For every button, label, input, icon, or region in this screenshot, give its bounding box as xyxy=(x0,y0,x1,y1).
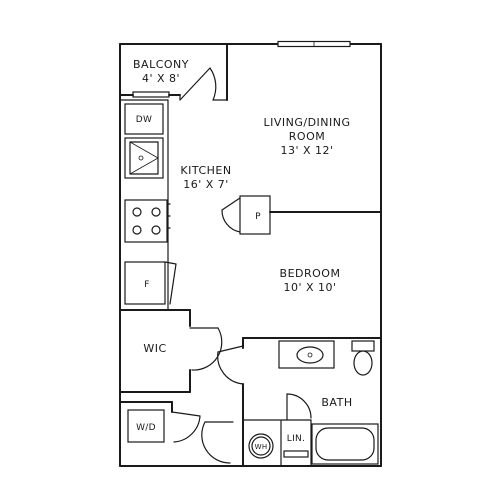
wic-door[interactable] xyxy=(189,327,223,371)
bathtub xyxy=(311,423,379,465)
wic-walls xyxy=(119,309,191,393)
balcony-walls xyxy=(119,43,228,101)
pantry-label: P xyxy=(255,212,261,222)
wic-label: WIC xyxy=(143,342,166,355)
dishwasher xyxy=(124,103,164,135)
bedroom-label: BEDROOM xyxy=(280,267,341,280)
linen-closet xyxy=(280,419,312,467)
water-heater xyxy=(242,419,281,459)
window-top xyxy=(277,40,351,48)
kitchen-label: KITCHEN xyxy=(180,164,231,177)
laundry-door[interactable] xyxy=(171,411,201,443)
kitchen-sink xyxy=(124,137,164,179)
exterior-walls xyxy=(119,43,382,467)
living-label-line2: ROOM xyxy=(289,130,325,143)
stove xyxy=(124,199,171,243)
fridge-label: F xyxy=(144,280,149,290)
balcony-size: 4' X 8' xyxy=(142,72,180,85)
pantry-door[interactable] xyxy=(221,197,241,233)
living-label-line1: LIVING/DINING xyxy=(263,116,350,129)
washer-dryer xyxy=(127,409,165,443)
balcony-door[interactable] xyxy=(179,67,228,101)
water-heater-label: WH xyxy=(255,443,268,451)
bedroom-size: 10' X 10' xyxy=(283,281,336,294)
washer-dryer-label: W/D xyxy=(136,423,156,433)
refrigerator xyxy=(124,261,177,305)
living-size: 13' X 12' xyxy=(280,144,333,157)
kitchen-size: 16' X 7' xyxy=(183,178,229,191)
vanity xyxy=(278,340,335,369)
bath-label: BATH xyxy=(321,396,352,409)
laundry-walls xyxy=(119,401,173,413)
dishwasher-label: DW xyxy=(136,115,152,125)
window-balcony xyxy=(132,91,170,98)
bath-door[interactable] xyxy=(217,345,244,385)
linen-door[interactable] xyxy=(286,393,312,421)
linen-label: LIN. xyxy=(287,434,305,444)
toilet xyxy=(351,340,375,376)
pantry xyxy=(239,195,271,235)
balcony-label: BALCONY xyxy=(133,58,189,71)
entry-door[interactable] xyxy=(201,421,234,464)
